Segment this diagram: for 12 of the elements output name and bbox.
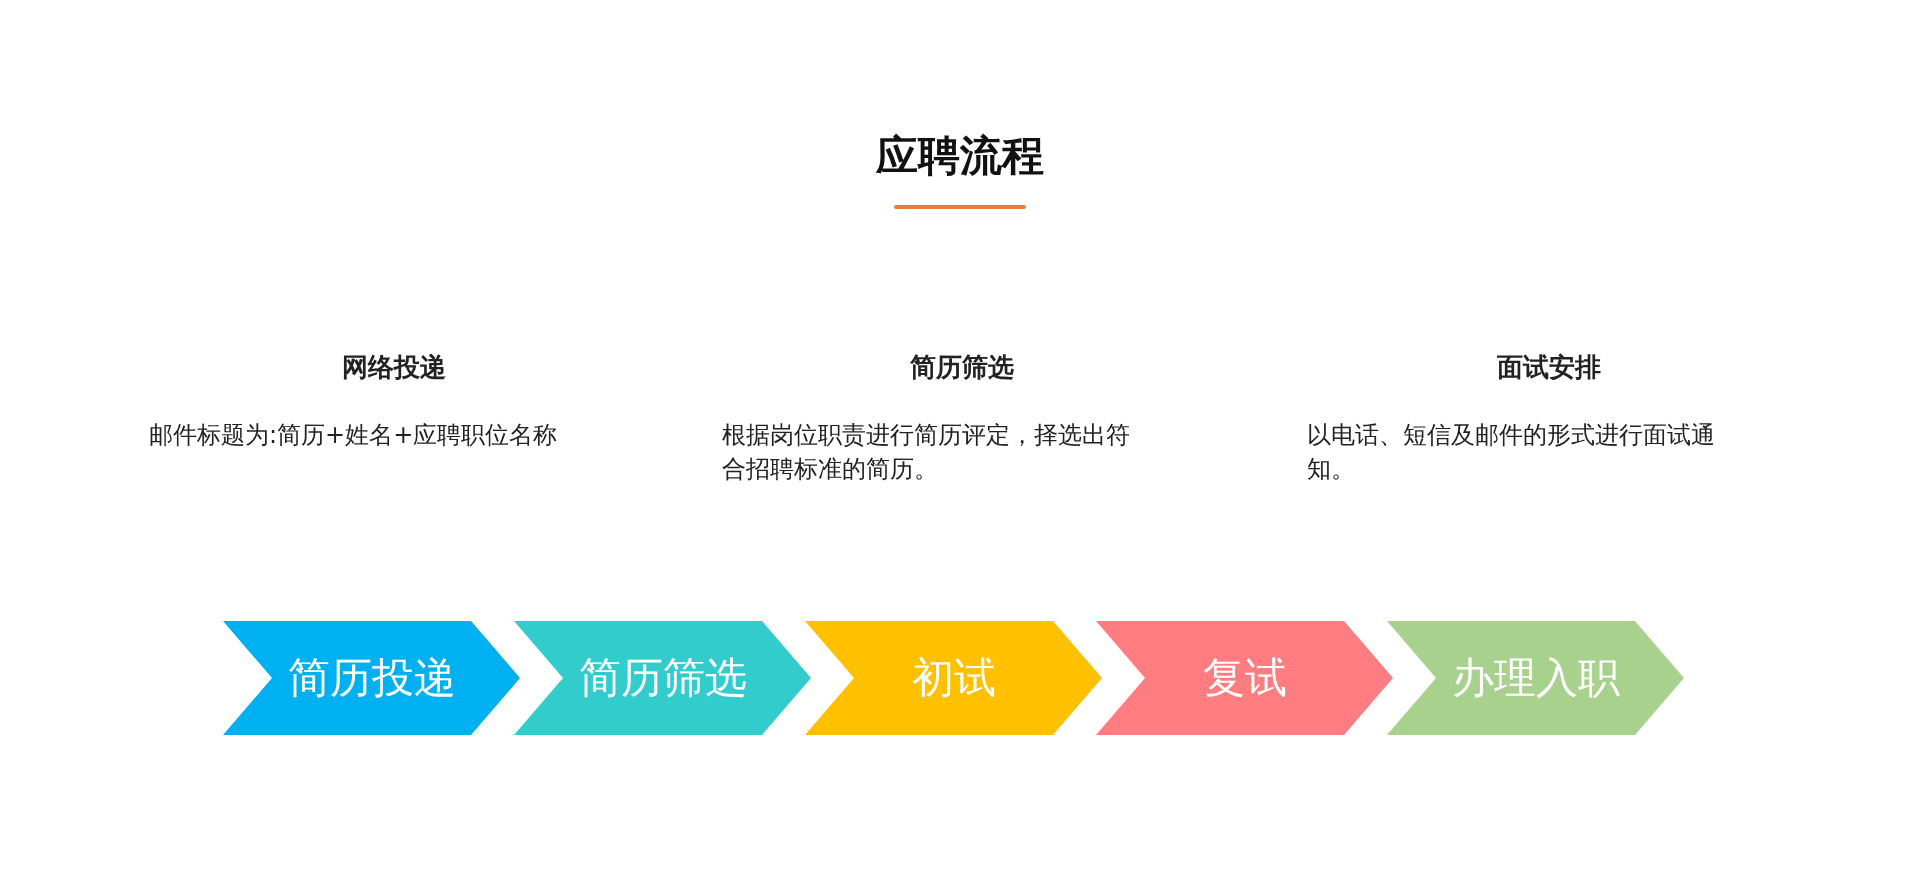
chevron-step: 办理入职 — [1387, 621, 1684, 735]
step-heading: 简历筛选 — [909, 351, 1015, 384]
chevron-step: 简历投递 — [223, 621, 520, 735]
step-description: 以电话、短信及邮件的形式进行面试通知。 — [1307, 420, 1716, 485]
step-description: 邮件标题为:简历+姓名+应聘职位名称 — [149, 420, 559, 451]
chevron-step: 初试 — [805, 621, 1102, 735]
step-heading: 面试安排 — [1496, 351, 1602, 384]
step-heading: 网络投递 — [341, 351, 447, 384]
chevron-step: 简历筛选 — [514, 621, 811, 735]
chevron-step: 复试 — [1096, 621, 1393, 735]
step-description: 根据岗位职责进行简历评定，择选出符合招聘标准的简历。 — [722, 420, 1131, 485]
title: 应聘流程 — [874, 130, 1045, 182]
